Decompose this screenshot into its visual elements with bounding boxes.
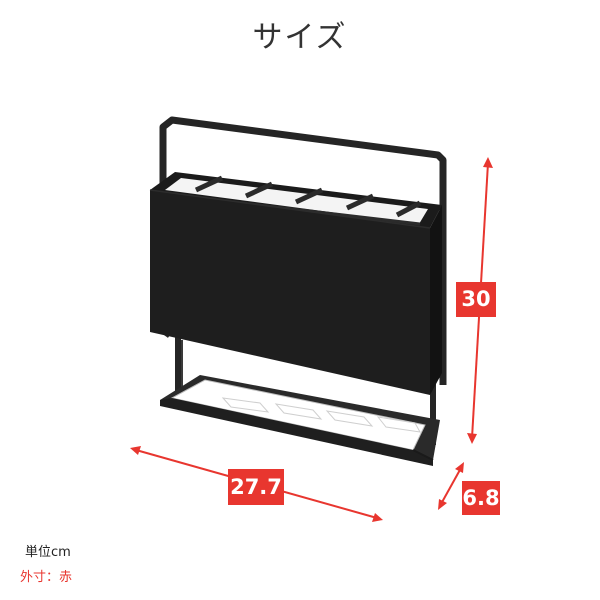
umbrella-box — [149, 172, 442, 395]
depth-label: 6.8 — [462, 481, 500, 515]
width-label: 27.7 — [228, 469, 284, 505]
page-title: サイズ — [252, 20, 348, 55]
legend-note: 外寸：赤 — [20, 570, 73, 585]
unit-note: 単位cm — [25, 545, 71, 560]
base-tray — [160, 375, 440, 466]
depth-arrow — [438, 462, 464, 510]
height-label: 30 — [456, 282, 496, 317]
